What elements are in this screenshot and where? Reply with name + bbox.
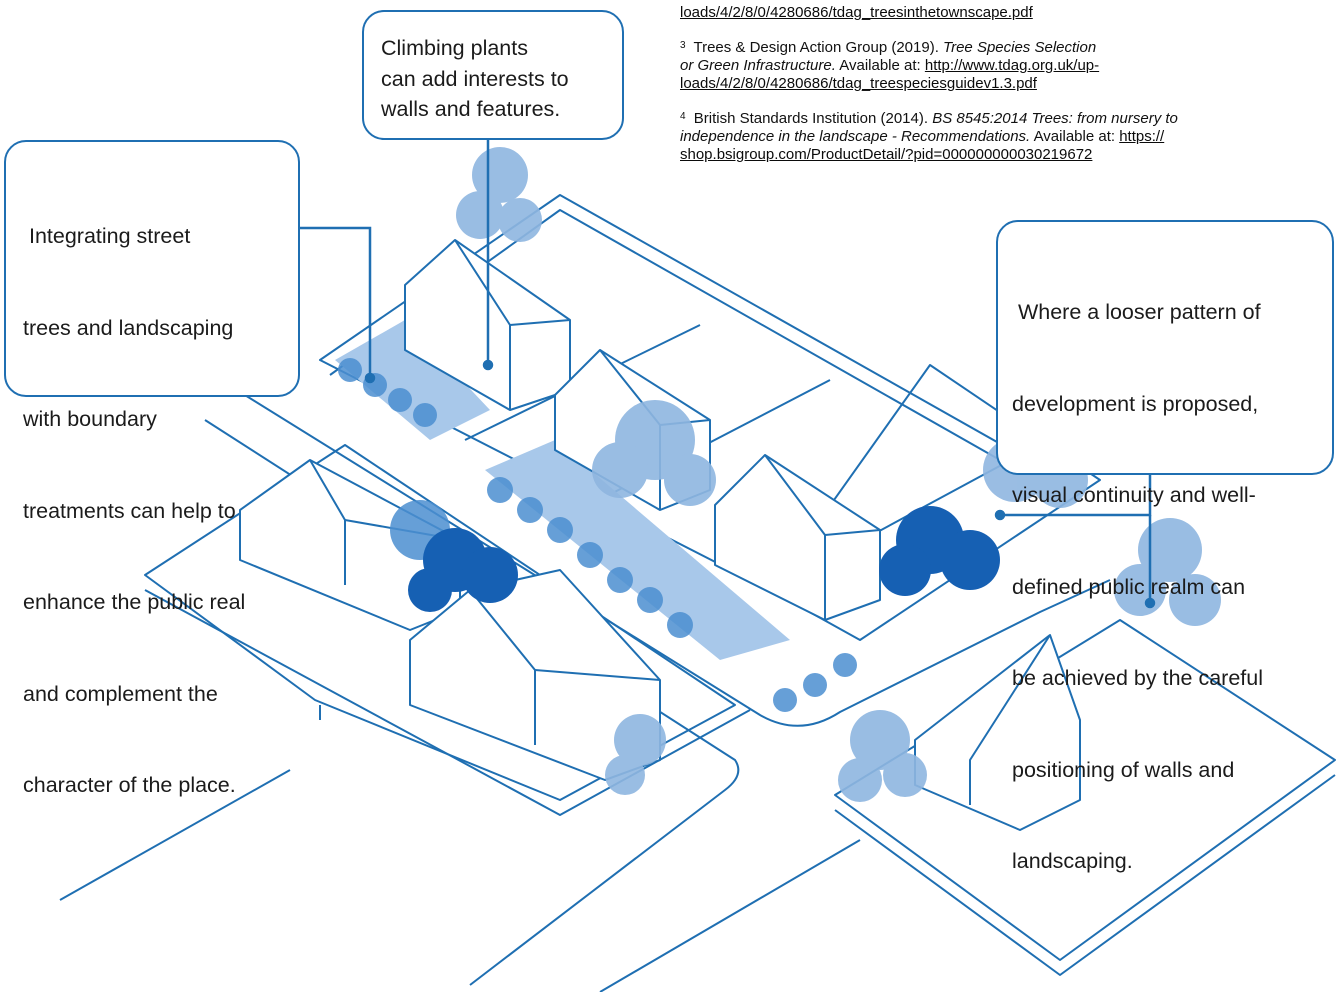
callout-street-trees: Integrating street trees and landscaping… [4,140,300,797]
plot-boundary [144,589,751,816]
hedge-icon [773,653,857,712]
callout-line: be achieved by the careful [1012,666,1263,690]
ref4-author: British Standards Institution (2014). [693,110,929,127]
tree-icon [879,506,1000,596]
tree-icon [838,710,927,802]
plot-boundary [834,774,1336,976]
callout-line: Climbing plants [381,36,528,60]
tree-icon [605,714,666,795]
ref3-link-1[interactable]: http://www.tdag.org.uk/up- [924,57,1100,74]
callout-line: with boundary [23,407,157,431]
ref3-title-1: Tree Species Selection [943,39,1097,56]
ref4-title-1: BS 8545:2014 Trees: from nursery to [932,110,1178,127]
ref3: 3 Trees & Design Action Group (2019). Tr… [680,37,1330,93]
callout-looser-pattern: Where a looser pattern of development is… [996,220,1334,873]
callout-line: walls and features. [381,97,561,121]
leader-dot [482,359,494,371]
ref4-link-2[interactable]: shop.bsigroup.com/ProductDetail/?pid=000… [680,146,1093,163]
shaded-garden [335,320,790,660]
callout-line: can add interests to [381,66,569,91]
plot-boundary [769,364,1101,641]
ref3-available: Available at: [839,57,921,74]
leader-dot [1144,597,1156,609]
callout-line: enhance the public real [23,590,246,614]
road-edge [599,839,861,992]
callout-line: and complement the [23,681,218,706]
callout-line: character of the place. [23,773,236,797]
ref4-number: 4 [680,111,686,122]
callout-line: trees and landscaping [23,315,234,340]
ref2-link[interactable]: loads/4/2/8/0/4280686/tdag_treesinthetow… [680,4,1033,21]
ref4: 4 British Standards Institution (2014). … [680,108,1330,164]
callout-line: visual continuity and well- [1012,483,1256,507]
callout-line: Where a looser pattern of [1012,300,1261,324]
hedge-icon [338,358,437,427]
callout-line: development is proposed, [1012,391,1259,416]
callout-line: Integrating street [23,224,191,248]
road-edge [59,769,291,901]
road-edge [204,419,740,986]
leader-dot [994,509,1006,521]
hedge-icon [487,477,693,638]
ref4-link-1[interactable]: https:// [1119,128,1165,145]
ref3-title-2: or Green Infrastructure. [680,57,836,74]
ref3-number: 3 [680,40,686,51]
road-edge [239,391,1111,727]
tree-icon [456,147,542,242]
callout-line: landscaping. [1012,849,1133,873]
leader-line [300,226,372,378]
ref3-link-2[interactable]: loads/4/2/8/0/4280686/tdag_treespeciesgu… [680,75,1037,92]
leader-dot [364,372,376,384]
house-icon [714,454,881,621]
ref4-title-2: independence in the landscape - Recommen… [680,128,1031,145]
callout-line: treatments can help to [23,498,236,523]
callout-line: positioning of walls and [1012,757,1235,782]
ref3-author: Trees & Design Action Group (2019). [693,39,939,56]
tree-icon [408,528,518,612]
tree-icon [592,400,716,506]
ref4-available: Available at: [1033,128,1116,145]
callout-climbing-plants: Climbing plants can add interests to wal… [362,10,624,140]
callout-line: defined public realm can [1012,574,1246,599]
references: loads/4/2/8/0/4280686/tdag_treesinthetow… [680,0,1330,179]
